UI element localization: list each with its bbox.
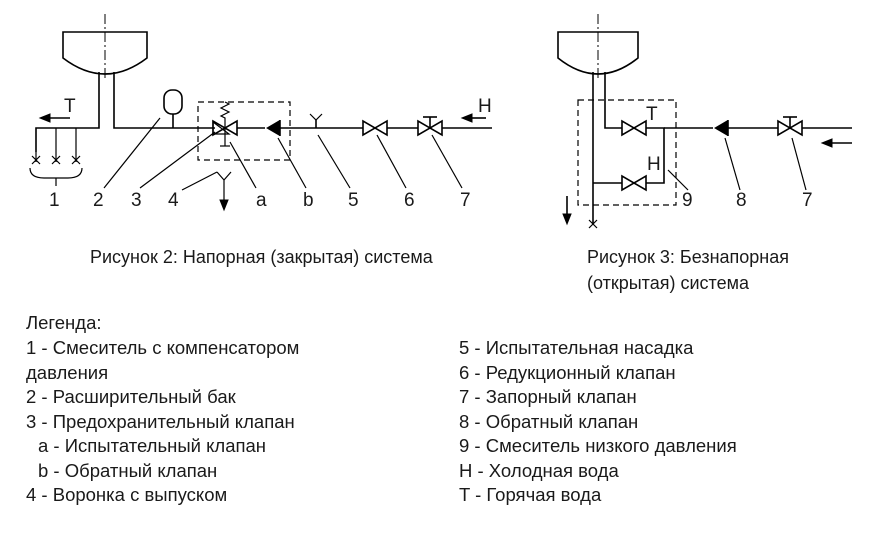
mixer-hot-valve — [621, 119, 647, 137]
hot-outlet-line: T — [35, 72, 100, 152]
legend-item: 7 - Запорный клапан — [459, 386, 637, 407]
cold-inlet-pipe — [113, 72, 215, 129]
expansion-tank — [163, 89, 183, 128]
outlet-arrow-fig3 — [562, 213, 572, 226]
label-7-fig3: 7 — [802, 190, 813, 211]
label-a: a — [256, 190, 267, 211]
legend-item: b - Обратный клапан — [38, 459, 218, 481]
legend-item: 8 - Обратный клапан — [459, 410, 639, 432]
legend-item: 3 - Предохранительный клапан — [26, 410, 295, 432]
shutoff-valve-fig2 — [417, 116, 443, 137]
label-8: 8 — [736, 190, 747, 211]
label-b: b — [303, 190, 314, 211]
label-3: 3 — [131, 190, 142, 211]
hot-line-fig3 — [604, 72, 622, 129]
leader-lines-fig3 — [667, 137, 807, 191]
low-pressure-mixer-frame — [577, 99, 677, 206]
legend-item: 5 - Испытательная насадка — [459, 337, 694, 358]
label-5: 5 — [348, 190, 359, 211]
check-valve-fig3 — [714, 120, 729, 136]
legend-item: 4 - Воронка с выпуском — [26, 484, 228, 505]
fig3-hot-label: T — [646, 104, 658, 125]
water-heater-tank-fig2 — [62, 14, 148, 80]
legend-item: 9 - Смеситель низкого давления — [459, 435, 737, 456]
figure-3-schematic: T H 9 8 7 Рису — [557, 14, 852, 293]
cold-water-arrow: H — [460, 96, 492, 123]
cold-inlet-arrow-fig3 — [820, 138, 833, 148]
figure-2-schematic: T — [29, 14, 492, 267]
fig3-cold-label: H — [647, 154, 661, 175]
legend-item: 2 - Расширительный бак — [26, 386, 236, 407]
pressure-compensating-mixer — [29, 128, 83, 186]
legend-right-column: 5 - Испытательная насадка 6 - Редукционны… — [459, 336, 737, 508]
label-1: 1 — [49, 190, 60, 211]
cold-water-label: H — [478, 96, 492, 117]
label-7: 7 — [460, 190, 471, 211]
safety-valve-group-frame — [197, 101, 291, 161]
mixer-cold-valve — [621, 174, 647, 192]
figure-3-caption-line2: (открытая) система — [587, 273, 750, 293]
legend-left-column: 1 - Смеситель с компенсатором давления 2 -… — [26, 336, 299, 508]
safety-valve — [212, 101, 238, 147]
hot-water-label: T — [64, 96, 76, 117]
legend-item: давления — [26, 361, 109, 383]
shutoff-valve-fig3 — [777, 116, 803, 137]
label-6: 6 — [404, 190, 415, 211]
legend-item: 1 - Смеситель с компенсатором — [26, 337, 300, 358]
label-2: 2 — [93, 190, 104, 211]
test-nozzle — [309, 113, 323, 128]
plumbing-diagram: T — [29, 14, 852, 293]
check-valve-b — [266, 120, 281, 136]
label-9: 9 — [682, 190, 693, 211]
legend-item: 6 - Редукционный клапан — [459, 361, 676, 383]
water-heater-tank-fig3 — [557, 14, 639, 80]
figure-2-caption: Рисунок 2: Напорная (закрытая) система — [90, 247, 434, 267]
leader-lines-fig2 — [103, 117, 463, 191]
reducing-valve — [362, 119, 388, 137]
figure-3-caption-line1: Рисунок 3: Безнапорная — [587, 247, 789, 267]
legend-item: T - Горячая вода — [459, 484, 602, 505]
legend-title: Легенда: — [26, 312, 102, 333]
drain-funnel — [216, 171, 232, 212]
legend-item: H - Холодная вода — [459, 459, 619, 481]
legend-item: a - Испытательный клапан — [38, 435, 267, 456]
label-4: 4 — [168, 190, 179, 211]
